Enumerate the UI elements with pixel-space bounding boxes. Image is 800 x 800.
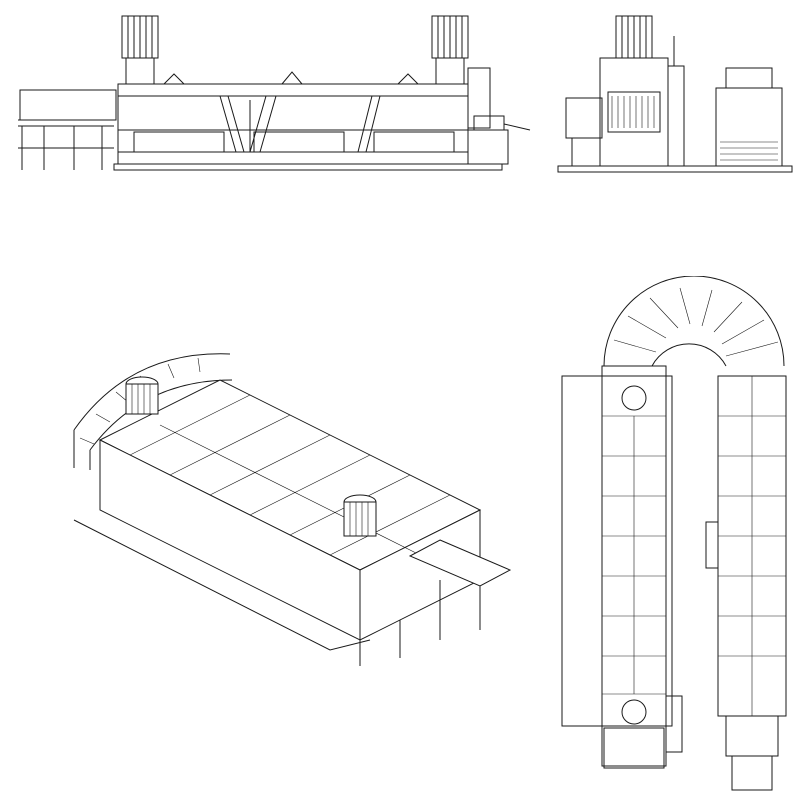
infeed-conveyor — [19, 89, 117, 121]
exit-conveyor — [408, 539, 512, 640]
blower-unit-left — [121, 15, 159, 85]
chamber-body — [599, 57, 669, 167]
plan-drawing — [561, 276, 787, 791]
plan-view — [556, 276, 800, 796]
blower-unit-front — [343, 494, 377, 537]
control-tower — [667, 65, 685, 167]
pump-tank — [565, 97, 603, 139]
control-cabinet — [467, 67, 491, 129]
side-elevation-view — [556, 12, 796, 174]
main-body — [98, 379, 482, 641]
return-lane — [705, 375, 787, 791]
internal-pipes — [219, 95, 381, 153]
top-clamps — [163, 71, 424, 85]
turn-conveyor — [603, 276, 785, 367]
base-frame — [557, 165, 793, 173]
blower-unit — [615, 15, 653, 59]
wash-lane — [561, 365, 683, 769]
blower-unit-rear — [125, 376, 159, 415]
base-frame — [73, 519, 371, 651]
side-elevation-drawing — [557, 15, 793, 173]
isometric-view — [60, 340, 530, 670]
blower-unit-right — [431, 15, 469, 85]
front-elevation-view — [14, 12, 534, 174]
base-frame — [113, 163, 503, 171]
isometric-drawing — [73, 353, 512, 666]
front-elevation-drawing — [18, 15, 531, 171]
